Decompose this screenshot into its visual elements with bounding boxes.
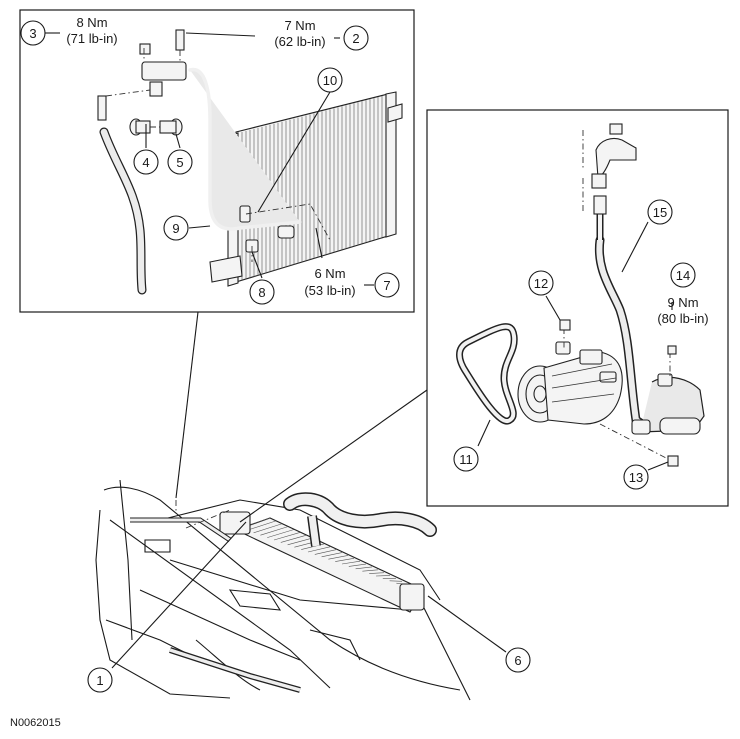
callout-number: 1: [96, 673, 103, 688]
torque-spec-14: 9 Nm (80 lb-in): [657, 295, 708, 326]
muffler-line: [631, 373, 705, 435]
callout-number: 15: [653, 205, 667, 220]
drive-belt: [456, 323, 518, 425]
torque-lbin: (71 lb-in): [66, 31, 117, 46]
callout-number: 6: [514, 653, 521, 668]
torque-nm: 9 Nm: [667, 295, 698, 310]
torque-spec-3: 8 Nm (71 lb-in): [66, 15, 117, 46]
callout-number: 14: [676, 268, 690, 283]
callout-10: 10: [317, 67, 343, 93]
torque-nm: 8 Nm: [76, 15, 107, 30]
torque-nm: 6 Nm: [314, 266, 345, 281]
callout-number: 2: [352, 31, 359, 46]
callout-number: 11: [459, 452, 473, 467]
figure-id: N0062015: [10, 717, 61, 729]
line-connector-block: [139, 29, 187, 97]
callout-number: 9: [172, 221, 179, 236]
callout-14: 14: [670, 262, 696, 288]
torque-spec-7: 6 Nm (53 lb-in): [304, 266, 355, 298]
callout-13: 13: [623, 464, 649, 490]
ac-compressor: [517, 341, 623, 425]
vehicle-front-end-view: [95, 311, 507, 701]
callout-11: 11: [453, 446, 479, 472]
callout-15: 15: [647, 199, 673, 225]
callout-number: 10: [323, 73, 337, 88]
callout-4: 4: [133, 149, 159, 175]
callout-number: 4: [142, 155, 149, 170]
compressor-detail-view: [426, 109, 729, 507]
torque-lbin: (62 lb-in): [274, 34, 325, 49]
torque-lbin: (53 lb-in): [304, 283, 355, 298]
callout-number: 3: [29, 26, 36, 41]
hose-upper-fitting: [591, 123, 637, 215]
condenser-detail-view: [19, 9, 415, 313]
torque-spec-2: 7 Nm (62 lb-in): [274, 18, 325, 49]
callout-9: 9: [163, 215, 189, 241]
callout-number: 13: [629, 470, 643, 485]
callout-6: 6: [505, 647, 531, 673]
callout-number: 5: [176, 155, 183, 170]
callout-number: 8: [258, 285, 265, 300]
callout-8: 8: [249, 279, 275, 305]
callout-1: 1: [87, 667, 113, 693]
torque-lbin: (80 lb-in): [657, 311, 708, 326]
callout-3: 3: [20, 20, 46, 46]
callout-2: 2: [343, 25, 369, 51]
torque-nm: 7 Nm: [284, 18, 315, 33]
callout-7: 7: [374, 272, 400, 298]
vehicle-condenser: [219, 511, 425, 613]
callout-12: 12: [528, 270, 554, 296]
callout-5: 5: [167, 149, 193, 175]
callout-number: 12: [534, 276, 548, 291]
callout-number: 7: [383, 278, 390, 293]
